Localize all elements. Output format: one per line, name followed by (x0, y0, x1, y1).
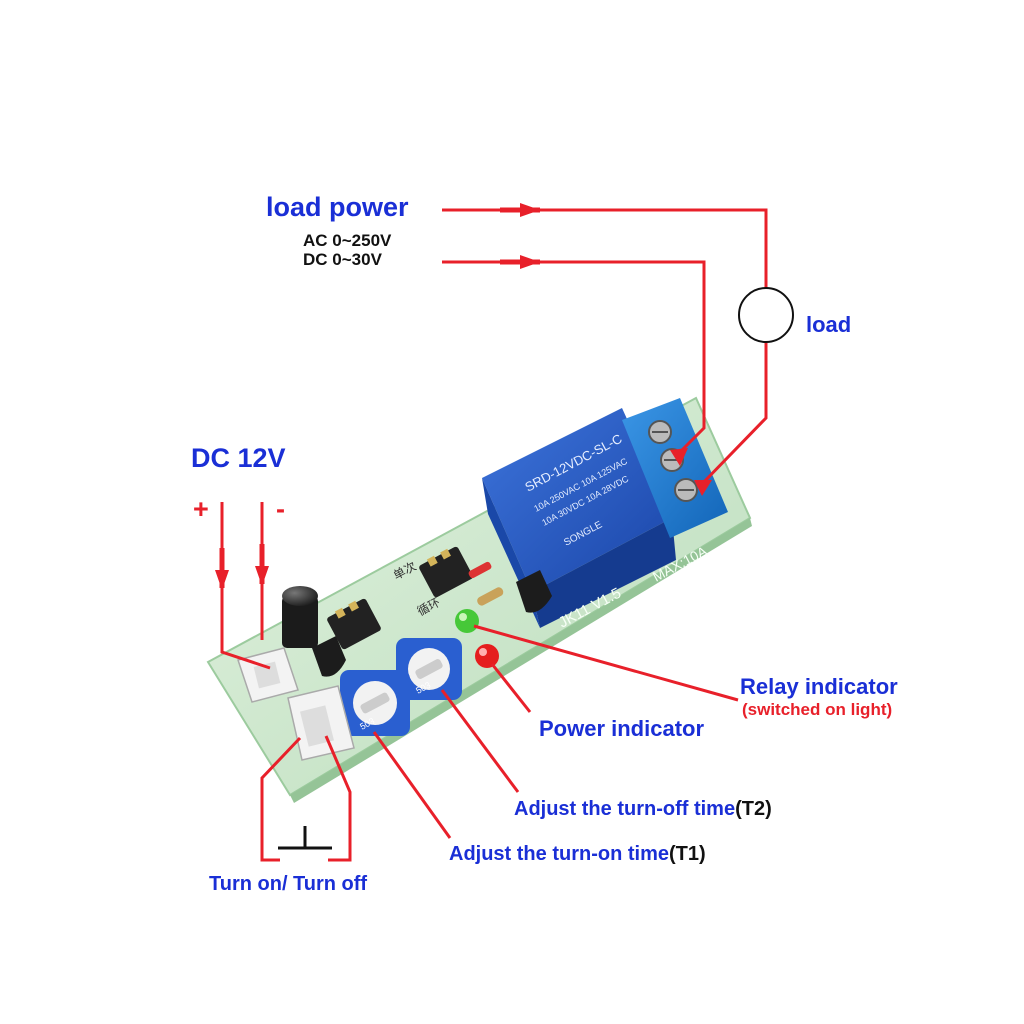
load-wiring (442, 208, 768, 488)
switch-wiring (260, 735, 352, 862)
electrolytic-capacitor (282, 586, 318, 648)
load-label: load (806, 312, 852, 337)
relay-side (532, 518, 676, 628)
load-symbol (738, 287, 794, 343)
arrow-terminal-1 (694, 480, 712, 496)
trigger-input-connector (287, 685, 355, 761)
load-wire-2 (442, 260, 706, 458)
load-wire-1b (698, 342, 768, 488)
turn-off-leader (440, 689, 520, 793)
turn-off-time-label: Adjust the turn-off time(T2) (514, 798, 772, 821)
minus-label: - (276, 494, 285, 524)
power-led (475, 644, 499, 668)
power-indicator-leader (490, 663, 532, 713)
potentiometer-t2: 503 (396, 638, 462, 700)
relay-indicator-leader (473, 624, 739, 702)
resistor (477, 587, 504, 606)
relay-indicator-note: (switched on light) (742, 700, 893, 719)
dc-supply-label: DC 12V (191, 443, 286, 473)
callout-lines (372, 624, 739, 839)
turn-on-time-label: Adjust the turn-on time(T1) (449, 843, 706, 866)
relay-top (482, 408, 672, 592)
relay-led (455, 609, 479, 633)
relay-indicator-label: Relay indicator (740, 674, 898, 699)
load-wire-1 (442, 208, 768, 288)
jumper-header-1 (327, 598, 381, 650)
plus-label: + (193, 494, 209, 524)
jumper-header-2 (419, 546, 473, 598)
transistor-2 (516, 570, 552, 613)
turn-off-time-text: Adjust the turn-off time (514, 798, 736, 820)
capacitor-body (282, 596, 318, 648)
arrow-terminal-2 (670, 448, 688, 466)
switch-symbol (278, 826, 332, 850)
relay-module-board: SRD-12VDC-SL-C 10A 250VAC 10A 125VAC 10A… (206, 396, 752, 803)
turn-on-time-code: (T1) (668, 843, 706, 865)
capacitor-top (282, 586, 318, 606)
turn-on-time-text: Adjust the turn-on time (449, 843, 669, 865)
output-terminal-block (622, 398, 728, 538)
switch-label: Turn on/ Turn off (209, 873, 368, 895)
transistor-1 (312, 636, 346, 677)
load-power-label: load power (266, 192, 409, 222)
dc-range-label: DC 0~30V (303, 250, 382, 269)
relay: SRD-12VDC-SL-C 10A 250VAC 10A 125VAC 10A… (482, 408, 676, 628)
turn-on-leader (372, 731, 452, 839)
ac-range-label: AC 0~250V (303, 231, 392, 250)
power-indicator-label: Power indicator (539, 716, 705, 741)
potentiometer-t1: 503 (340, 670, 410, 736)
turn-off-time-code: (T2) (735, 798, 772, 820)
diode (468, 561, 492, 579)
